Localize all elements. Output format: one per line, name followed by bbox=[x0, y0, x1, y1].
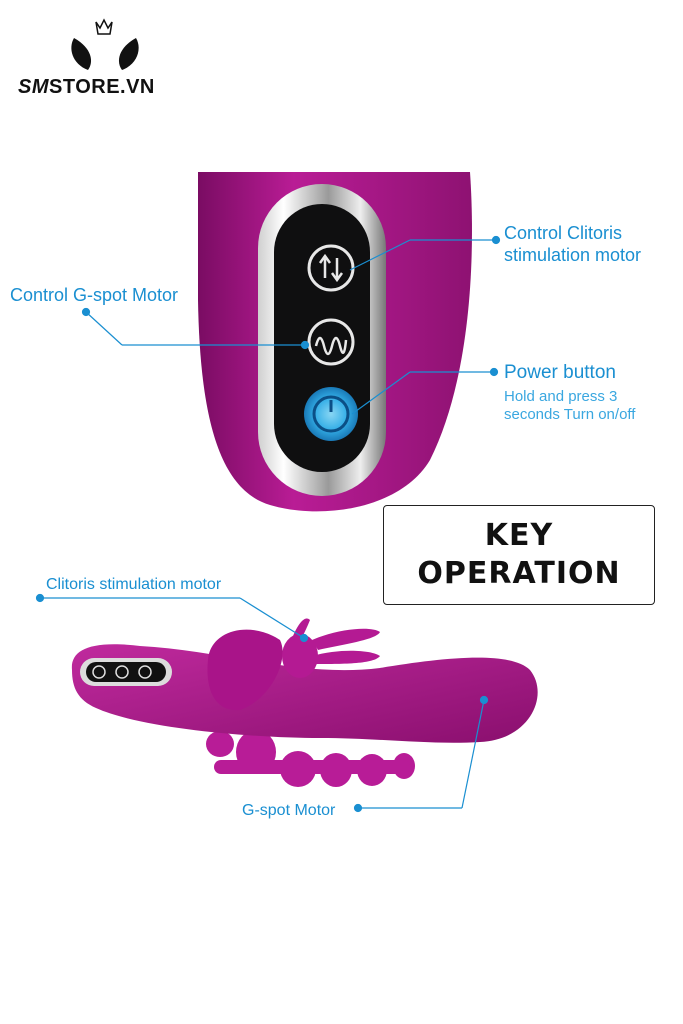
callout-gspot-motor: G-spot Motor bbox=[242, 802, 336, 819]
cat-ears-logo-icon bbox=[71, 18, 139, 70]
power-icon[interactable] bbox=[304, 387, 358, 441]
callout-lines-bottom bbox=[35, 593, 489, 813]
callout-lines-top bbox=[81, 235, 501, 415]
handle-closeup bbox=[198, 172, 472, 512]
callout-clitoris-control-line1: Control Clitoris bbox=[504, 223, 623, 243]
key-operation-box: KEY OPERATION bbox=[383, 505, 655, 605]
brand-suffix: STORE.VN bbox=[49, 76, 155, 98]
brand-prefix: SM bbox=[18, 76, 49, 98]
callout-power-note-line2: seconds Turn on/off bbox=[504, 406, 636, 423]
key-operation-line1: KEY bbox=[484, 518, 554, 553]
callout-clitoris-motor: Clitoris stimulation motor bbox=[46, 576, 222, 593]
callout-power-title: Power button bbox=[504, 362, 616, 383]
product-full-view bbox=[71, 618, 538, 787]
callout-clitoris-control: Control Clitoris stimulation motor bbox=[504, 222, 641, 266]
key-operation-line2: OPERATION bbox=[417, 556, 621, 591]
callout-power-note: Hold and press 3 seconds Turn on/off bbox=[504, 388, 635, 424]
brand-name: SMSTORE.VN bbox=[18, 76, 155, 99]
brand-logo[interactable]: SMSTORE.VN bbox=[18, 14, 188, 98]
callout-clitoris-control-line2: stimulation motor bbox=[504, 245, 642, 265]
callout-power-note-line1: Hold and press 3 bbox=[504, 388, 618, 405]
callout-gspot-control: Control G-spot Motor bbox=[10, 285, 179, 305]
wave-icon[interactable] bbox=[307, 318, 355, 366]
